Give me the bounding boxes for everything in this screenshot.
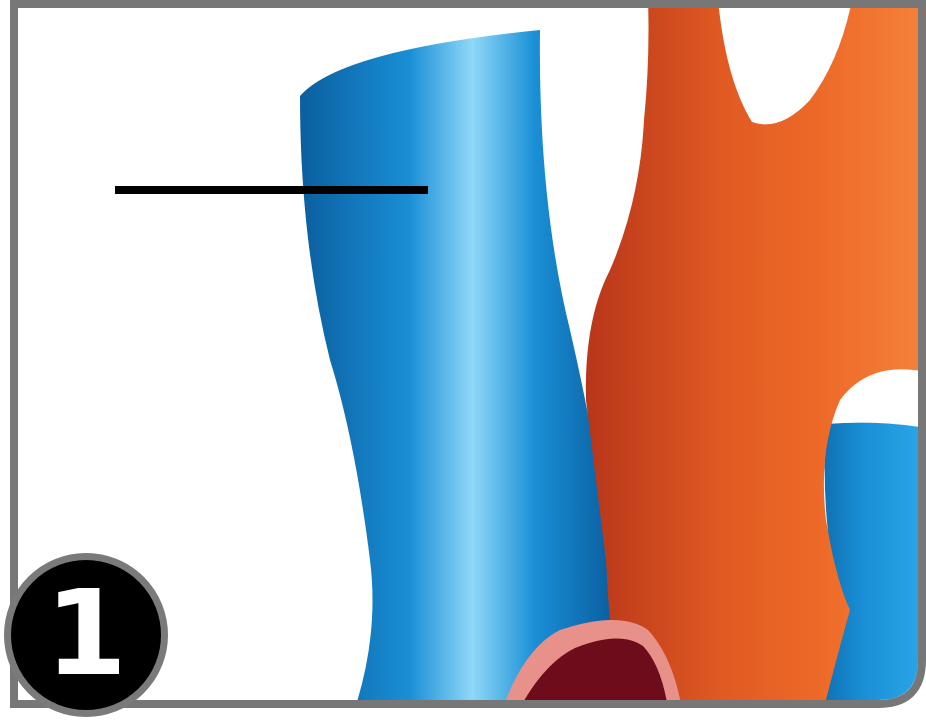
step-number-badge: 1	[4, 553, 168, 717]
vein	[300, 30, 614, 700]
step-number: 1	[44, 564, 128, 702]
heart-inner	[512, 638, 670, 700]
artery	[585, 8, 918, 700]
frame-border	[10, 0, 926, 708]
